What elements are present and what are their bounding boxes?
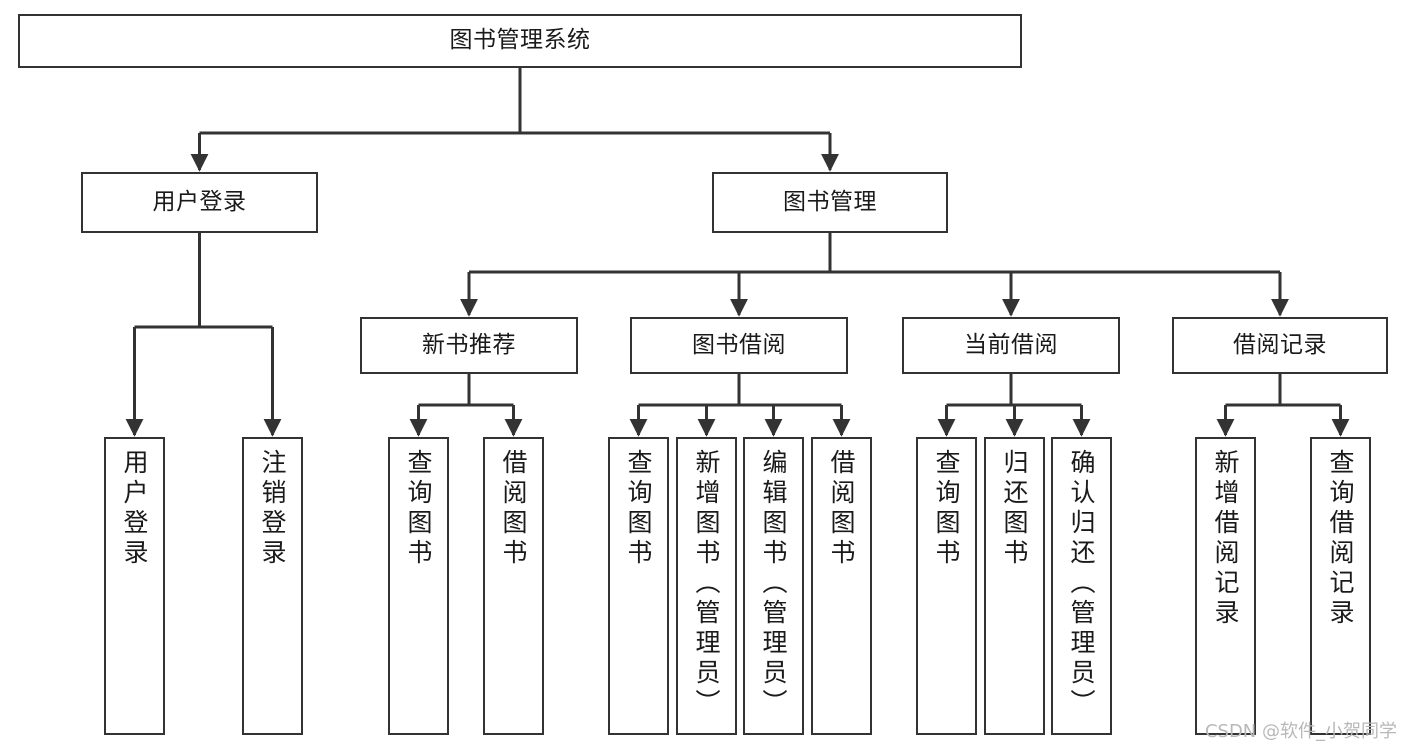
node-label: 借阅图书 <box>499 449 528 569</box>
node-label: 用户登录 <box>152 188 247 215</box>
node-label: 当前借阅 <box>964 331 1058 358</box>
node-leaf-br-query[interactable]: 查询借阅记录 <box>1310 437 1371 735</box>
node-leaf-rec-query[interactable]: 查询图书 <box>388 437 449 735</box>
node-borrow-record[interactable]: 借阅记录 <box>1172 317 1388 374</box>
node-label: 新增图书（管理员） <box>692 449 721 719</box>
node-leaf-rec-borrow[interactable]: 借阅图书 <box>483 437 544 735</box>
node-root[interactable]: 图书管理系统 <box>18 14 1022 68</box>
node-leaf-br-add[interactable]: 新增借阅记录 <box>1195 437 1256 735</box>
node-label: 图书管理 <box>783 188 877 215</box>
node-label: 查询图书 <box>404 449 433 569</box>
node-book-manage[interactable]: 图书管理 <box>712 172 948 233</box>
node-leaf-user-login[interactable]: 用户登录 <box>104 437 165 735</box>
node-leaf-cb-return[interactable]: 归还图书 <box>984 437 1045 735</box>
node-leaf-bb-edit[interactable]: 编辑图书（管理员） <box>743 437 804 735</box>
node-leaf-cb-confirm[interactable]: 确认归还（管理员） <box>1051 437 1112 735</box>
node-new-book-rec[interactable]: 新书推荐 <box>360 317 578 374</box>
node-current-borrow[interactable]: 当前借阅 <box>902 317 1120 374</box>
node-label: 图书借阅 <box>692 331 786 358</box>
node-label: 归还图书 <box>1000 449 1029 569</box>
node-leaf-cb-query[interactable]: 查询图书 <box>916 437 977 735</box>
node-label: 注销登录 <box>258 449 287 569</box>
node-leaf-user-logout[interactable]: 注销登录 <box>242 437 303 735</box>
node-label: 借阅记录 <box>1233 331 1327 358</box>
node-label: 借阅图书 <box>827 449 856 569</box>
node-label: 新增借阅记录 <box>1211 449 1240 629</box>
node-leaf-bb-add[interactable]: 新增图书（管理员） <box>676 437 737 735</box>
node-label: 查询借阅记录 <box>1326 449 1355 629</box>
node-book-borrow[interactable]: 图书借阅 <box>630 317 848 374</box>
node-user-login[interactable]: 用户登录 <box>81 172 318 233</box>
node-label: 确认归还（管理员） <box>1067 449 1096 719</box>
node-label: 新书推荐 <box>422 331 516 358</box>
node-label: 查询图书 <box>624 449 653 569</box>
node-label: 用户登录 <box>120 449 149 569</box>
watermark: CSDN @软件_小贺同学 <box>1204 721 1397 742</box>
node-label: 编辑图书（管理员） <box>759 449 788 719</box>
node-leaf-bb-borrow[interactable]: 借阅图书 <box>811 437 872 735</box>
node-leaf-bb-query[interactable]: 查询图书 <box>608 437 669 735</box>
node-label: 图书管理系统 <box>449 27 591 54</box>
node-label: 查询图书 <box>932 449 961 569</box>
